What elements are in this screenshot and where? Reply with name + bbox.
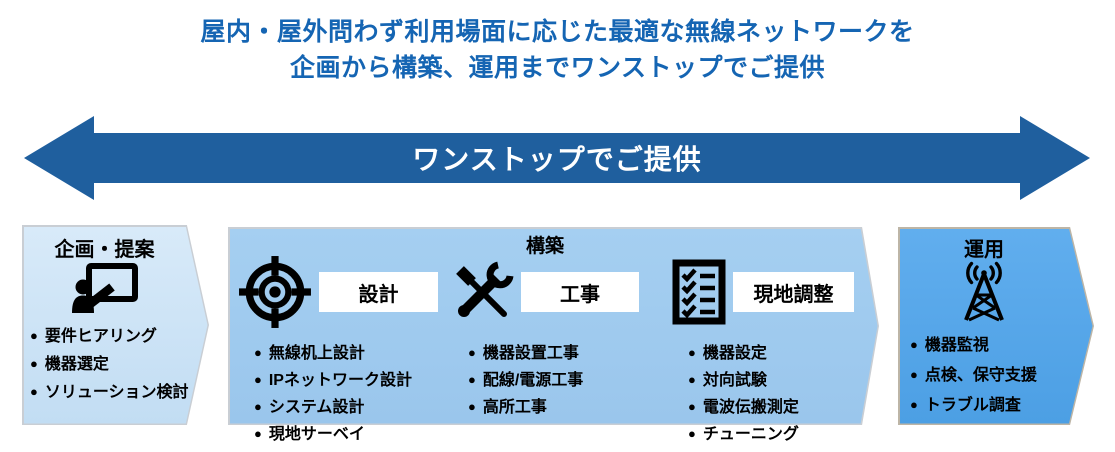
list-item-text: 機器設置工事: [482, 345, 579, 362]
bullet-icon: ●: [910, 397, 918, 412]
list-item-text: 配線/電源工事: [482, 372, 584, 389]
list-item: ● 点検、保守支援: [910, 361, 1037, 391]
list-item: ● トラブル調査: [910, 391, 1037, 421]
list-item-text: 対向試験: [702, 372, 767, 389]
list-item-text: ソリューション検討: [44, 384, 189, 401]
bullet-icon: ●: [254, 426, 262, 441]
build-group-adjust: 現地調整 ● 機器設定 ● 対向試験 ● 電波伝搬測定 ● チューニング: [672, 253, 884, 448]
stage-build-title: 構築: [525, 236, 564, 257]
list-item-text: チューニング: [702, 426, 799, 443]
bullet-icon: ●: [30, 384, 38, 399]
work-label: 工事: [560, 283, 600, 306]
list-item: ● 対向試験: [688, 367, 884, 394]
list-item: ● 電波伝搬測定: [688, 394, 884, 421]
stage-plan-title: 企画・提案: [54, 239, 155, 261]
list-item-text: システム設計: [268, 399, 365, 416]
list-item: ● 機器選定: [30, 351, 189, 379]
list-item-text: 要件ヒアリング: [44, 328, 157, 345]
presentation-icon: [22, 263, 187, 313]
one-stop-banner: ワンストップでご提供: [24, 112, 1090, 204]
bullet-icon: ●: [910, 337, 918, 352]
list-item: ● 現地サーベイ: [254, 421, 470, 448]
bullet-icon: ●: [688, 372, 696, 387]
double-arrow-icon: [24, 116, 1090, 200]
list-item: ● 機器監視: [910, 331, 1037, 361]
build-group-design: 設計 ● 無線机上設計 ● IPネットワーク設計 ● システム設計 ● 現地サーベイ: [238, 253, 470, 448]
bullet-icon: ●: [30, 328, 38, 343]
list-item-text: 無線机上設計: [268, 345, 365, 362]
bullet-icon: ●: [910, 367, 918, 382]
list-item-text: IPネットワーク設計: [268, 372, 412, 389]
radio-tower-icon: [898, 261, 1070, 323]
main-title-line2: 企画から構築、運用までワンストップでご提供: [289, 54, 825, 82]
list-item: ● ソリューション検討: [30, 379, 189, 407]
tools-icon: [452, 260, 514, 324]
design-list: ● 無線机上設計 ● IPネットワーク設計 ● システム設計 ● 現地サーベイ: [254, 340, 470, 448]
bullet-icon: ●: [688, 345, 696, 360]
bullet-icon: ●: [468, 372, 476, 387]
list-item-text: 機器設定: [702, 345, 767, 362]
list-item-text: トラブル調査: [924, 397, 1021, 414]
list-item: ● 無線机上設計: [254, 340, 470, 367]
stage-operate-title: 運用: [964, 239, 1004, 261]
adjust-label-box: 現地調整: [733, 272, 854, 312]
bullet-icon: ●: [468, 399, 476, 414]
list-item: ● チューニング: [688, 421, 884, 448]
bullet-icon: ●: [688, 426, 696, 441]
bullet-icon: ●: [30, 356, 38, 371]
design-label-box: 設計: [319, 272, 438, 312]
list-item: ● 機器設置工事: [468, 340, 670, 367]
stage-operate-background: [899, 228, 1093, 424]
adjust-list: ● 機器設定 ● 対向試験 ● 電波伝搬測定 ● チューニング: [688, 340, 884, 448]
stage-operate-list: ● 機器監視 ● 点検、保守支援 ● トラブル調査: [910, 331, 1037, 421]
list-item-text: 電波伝搬測定: [702, 399, 799, 416]
list-item-text: 現地サーベイ: [268, 426, 365, 443]
main-title-line1: 屋内・屋外問わず利用場面に応じた最適な無線ネットワークを: [200, 18, 915, 46]
stage-operate: 運用 ●機器監視 ●点検、: [898, 227, 1094, 425]
work-label-box: 工事: [521, 272, 639, 312]
stage-build-background: [229, 228, 878, 424]
list-item: ● 要件ヒアリング: [30, 323, 189, 351]
stage-build: 構築: [228, 227, 879, 443]
bullet-icon: ●: [254, 372, 262, 387]
bullet-icon: ●: [254, 345, 262, 360]
list-item: ● 高所工事: [468, 394, 670, 421]
target-icon: [238, 255, 312, 329]
work-list: ● 機器設置工事 ● 配線/電源工事 ● 高所工事: [468, 340, 670, 421]
list-item-text: 機器選定: [44, 356, 109, 373]
list-item: ● IPネットワーク設計: [254, 367, 470, 394]
adjust-label: 現地調整: [753, 283, 834, 306]
list-item: ● 配線/電源工事: [468, 367, 670, 394]
build-group-work: 工事 ● 機器設置工事 ● 配線/電源工事 ● 高所工事: [452, 253, 670, 421]
stage-plan-background: [23, 226, 208, 424]
bullet-icon: ●: [688, 399, 696, 414]
list-item: ● 機器設定: [688, 340, 884, 367]
bullet-icon: ●: [468, 345, 476, 360]
design-label: 設計: [358, 283, 399, 306]
list-item-text: 点検、保守支援: [924, 367, 1037, 384]
list-item-text: 高所工事: [482, 399, 547, 416]
checklist-icon: [672, 259, 726, 325]
list-item: ● システム設計: [254, 394, 470, 421]
stage-plan-list: ● 要件ヒアリング ● 機器選定 ● ソリューション検討: [30, 323, 189, 407]
list-item-text: 機器監視: [924, 337, 989, 354]
stage-plan: 企画・提案 ● 要件ヒアリング ● 機器選定 ● ソリューション検討: [22, 225, 209, 425]
main-title: 屋内・屋外問わず利用場面に応じた最適な無線ネットワークを 企画から構築、運用まで…: [0, 14, 1115, 86]
bullet-icon: ●: [254, 399, 262, 414]
banner-label: ワンストップでご提供: [412, 144, 702, 175]
